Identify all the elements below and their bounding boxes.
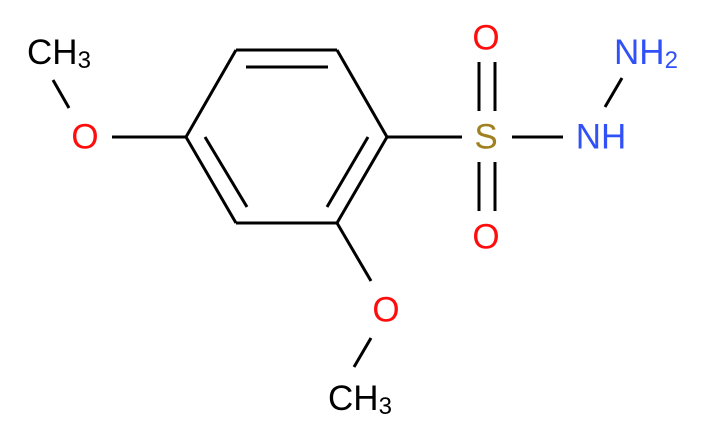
n-n-bond xyxy=(603,77,624,108)
ring-bond xyxy=(184,136,238,224)
nh2-subscript: 2 xyxy=(665,47,678,74)
ring-inner-bond xyxy=(325,136,370,208)
sulfur-label: S xyxy=(474,118,497,157)
ring-bond xyxy=(184,49,238,138)
bonds xyxy=(51,48,624,368)
ch3-subscript: 3 xyxy=(78,47,91,74)
methyl-label: CH3 xyxy=(328,379,392,420)
ch3-subscript: 3 xyxy=(379,393,392,420)
o-ch3-bond xyxy=(51,79,71,109)
nitrogen-label: NH xyxy=(576,118,627,157)
ring-o-bond xyxy=(335,222,373,282)
oxygen-label: O xyxy=(472,19,499,58)
atom-labels: O O S NH NH2 O CH3 O CH3 xyxy=(27,19,678,420)
o-ch3-bond xyxy=(352,337,373,368)
ch3-main: CH xyxy=(27,33,78,72)
oxygen-label: O xyxy=(472,218,499,257)
ring-bond xyxy=(335,49,389,138)
ring-inner-bond xyxy=(203,136,249,208)
nh2-label: NH2 xyxy=(614,33,678,74)
ch3-main: CH xyxy=(328,379,379,418)
oxygen-label: O xyxy=(372,291,399,330)
nh2-main: NH xyxy=(614,33,665,72)
methyl-label: CH3 xyxy=(27,33,91,74)
ring-bond xyxy=(335,136,389,224)
oxygen-label: O xyxy=(71,118,98,157)
